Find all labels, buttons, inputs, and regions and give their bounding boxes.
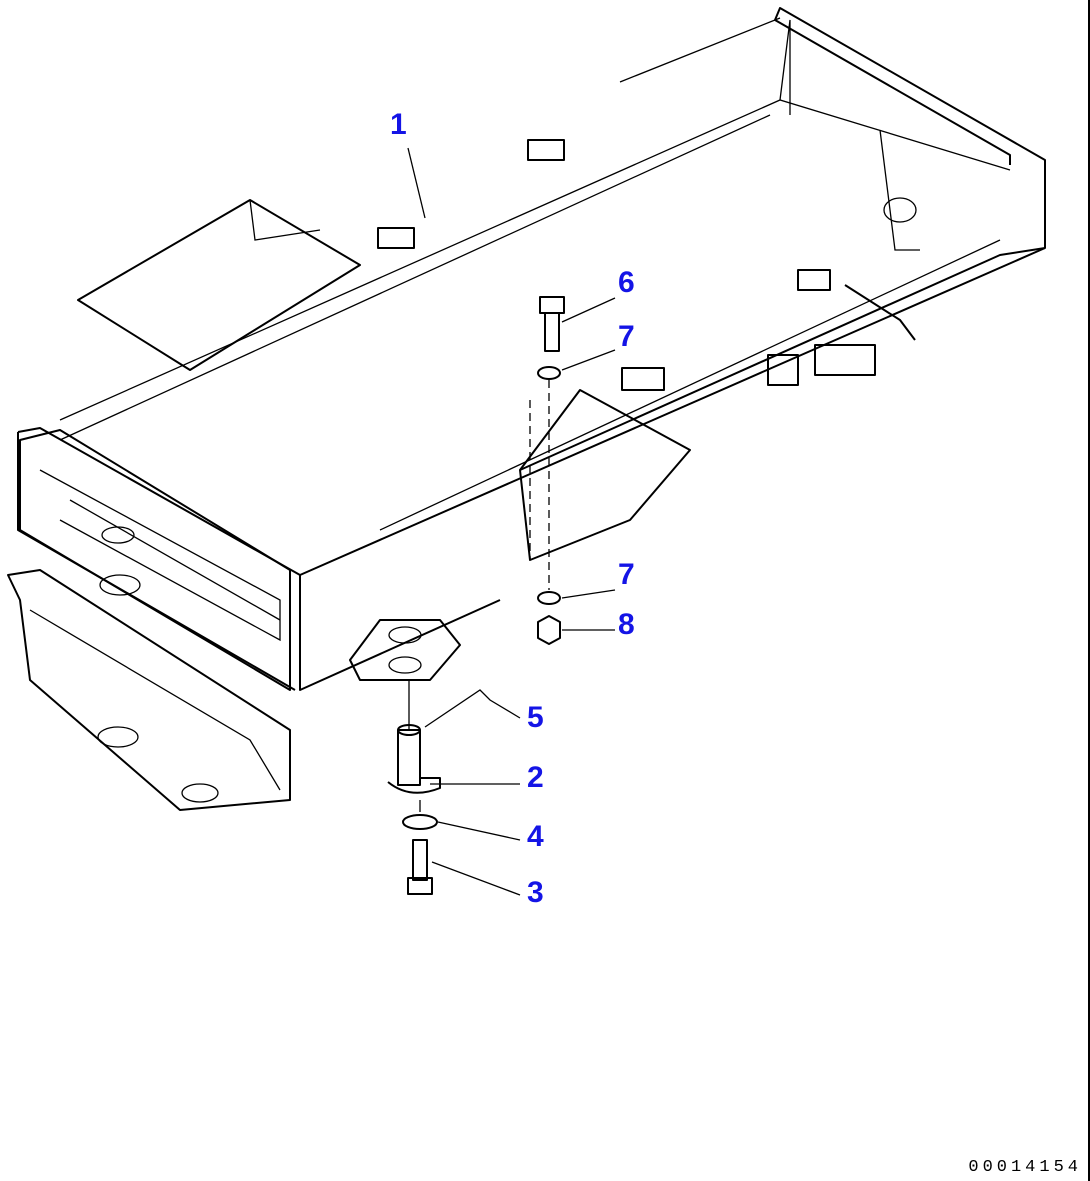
pin-5 bbox=[397, 724, 421, 786]
nut-8 bbox=[537, 615, 561, 645]
callout-1: 1 bbox=[390, 108, 407, 141]
bolt-3 bbox=[407, 839, 433, 895]
bolt-6 bbox=[539, 296, 565, 352]
callout-4: 4 bbox=[527, 820, 544, 853]
washer-7-lower bbox=[537, 591, 561, 605]
washer-7-upper bbox=[537, 366, 561, 380]
leader-lines bbox=[407, 147, 616, 896]
main-frame bbox=[7, 7, 1046, 811]
washer-4 bbox=[402, 814, 438, 830]
callout-6: 6 bbox=[618, 266, 635, 299]
callout-2: 2 bbox=[527, 761, 544, 794]
callout-7-lower: 7 bbox=[618, 558, 635, 591]
drawing-id: 00014154 bbox=[968, 1158, 1082, 1177]
callout-8: 8 bbox=[618, 608, 635, 641]
callout-7-upper: 7 bbox=[618, 320, 635, 353]
callout-5: 5 bbox=[527, 701, 544, 734]
callout-3: 3 bbox=[527, 876, 544, 909]
plate-2 bbox=[387, 777, 441, 794]
